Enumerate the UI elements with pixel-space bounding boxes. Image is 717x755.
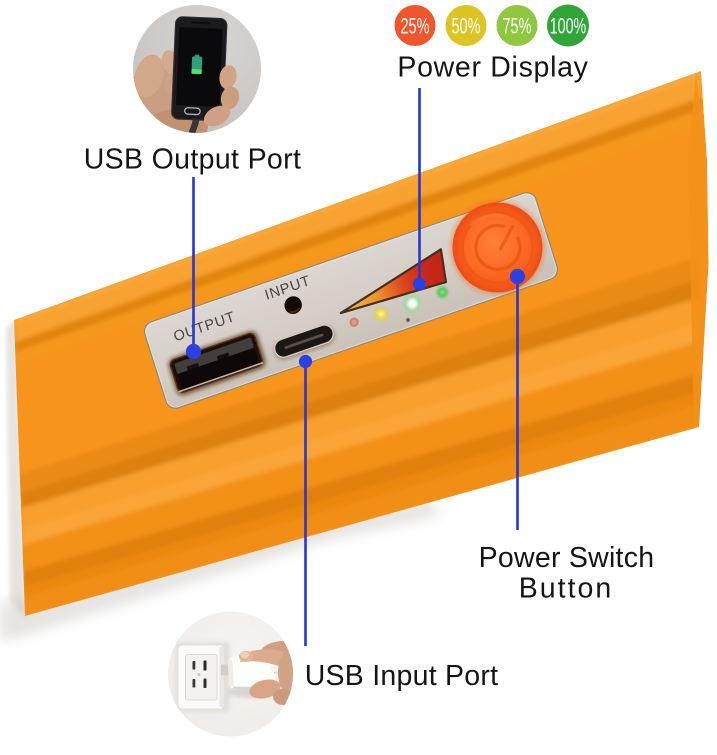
- svg-text:100%: 100%: [550, 14, 587, 39]
- svg-text:Button: Button: [519, 573, 613, 605]
- svg-text:Power Display: Power Display: [397, 52, 588, 84]
- svg-text:50%: 50%: [452, 14, 481, 39]
- svg-text:Power Switch: Power Switch: [479, 542, 655, 574]
- svg-text:75%: 75%: [503, 14, 532, 39]
- svg-text:25%: 25%: [401, 14, 430, 39]
- svg-text:USB Output Port: USB Output Port: [84, 144, 302, 176]
- svg-text:USB Input Port: USB Input Port: [305, 660, 499, 692]
